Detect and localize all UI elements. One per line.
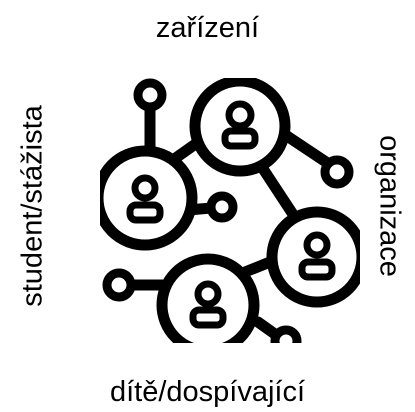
- label-student-stazista: student/stážista: [16, 105, 49, 307]
- person-node-bottom-center: [156, 253, 260, 343]
- label-organizace: organizace: [373, 135, 406, 277]
- small-nodes: [102, 78, 354, 343]
- person-node-right: [266, 206, 360, 308]
- person-node-top-center: [189, 78, 291, 177]
- network-people-icon: [100, 78, 360, 343]
- label-dite-dospivajici: dítě/dospívající: [109, 376, 306, 408]
- label-zarizeni: zařízení: [155, 12, 260, 44]
- person-node-top-left: [100, 145, 198, 251]
